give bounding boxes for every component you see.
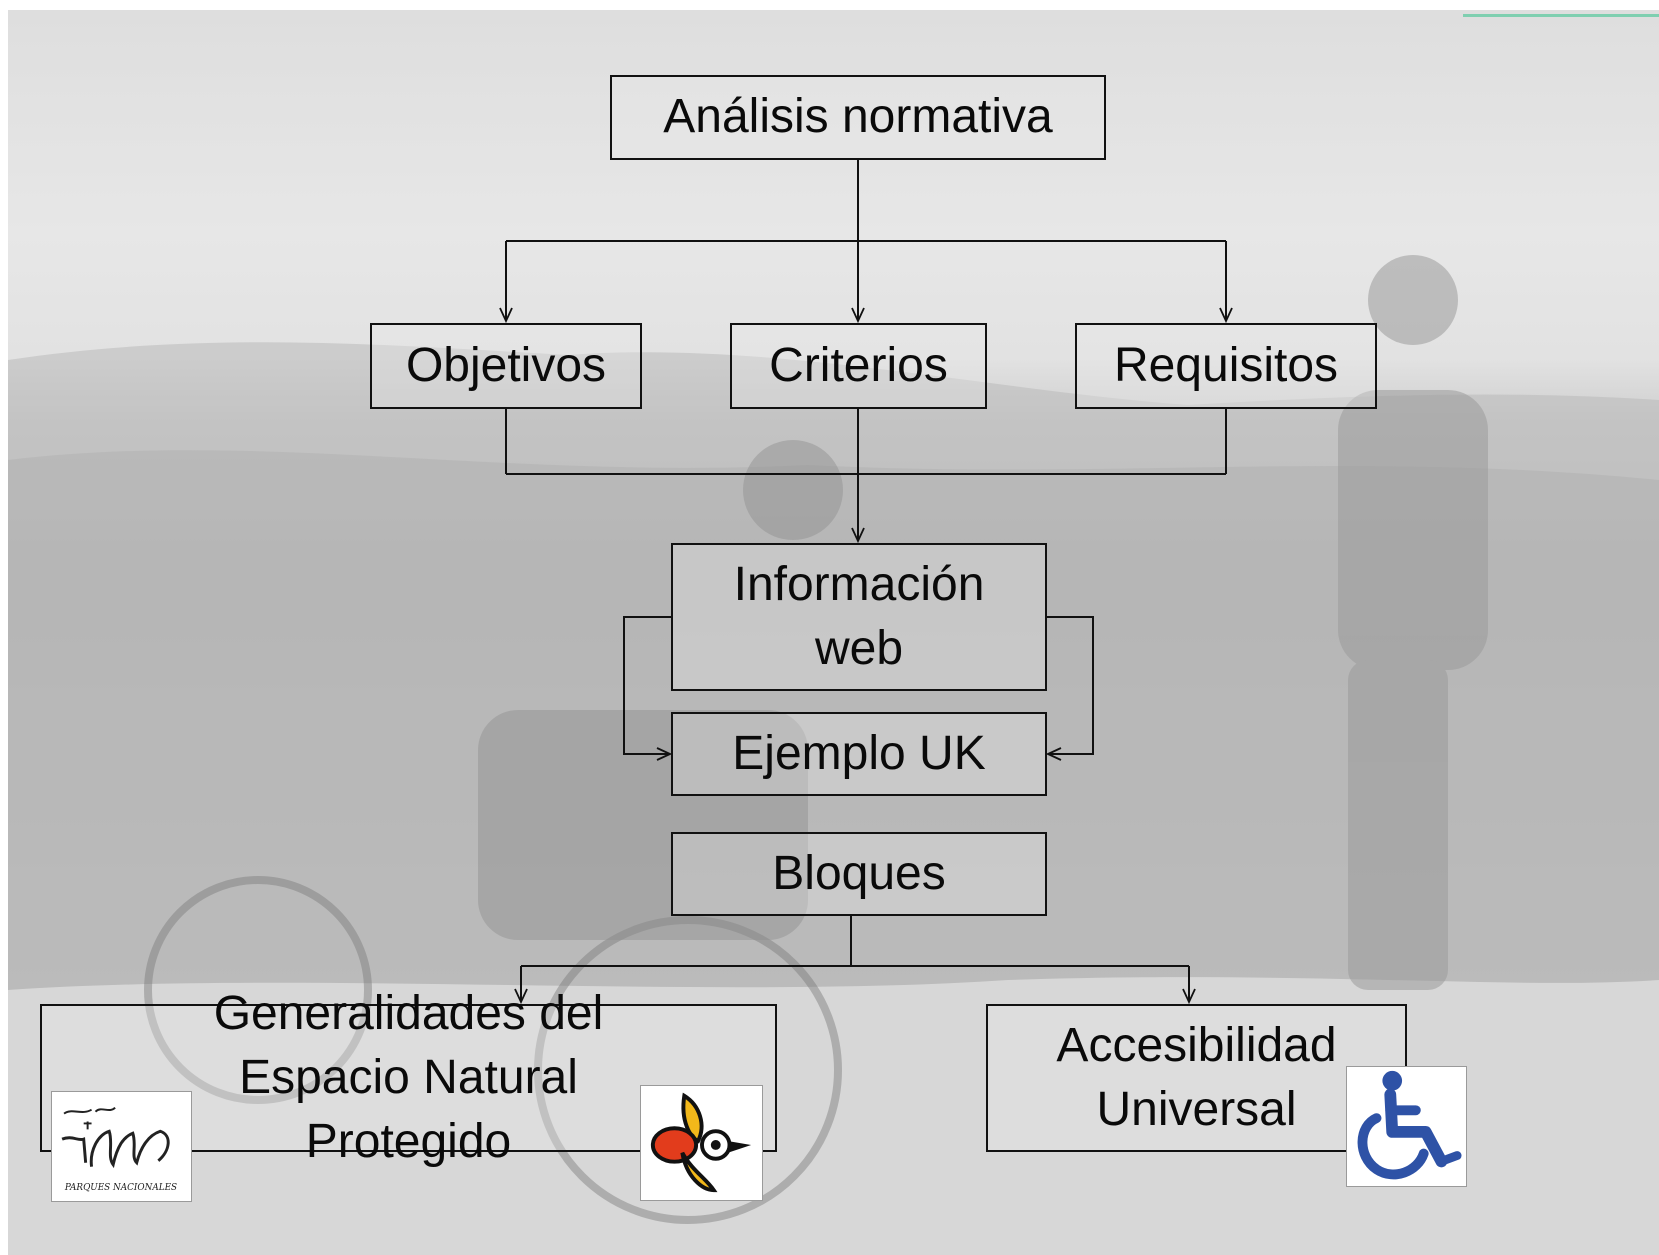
slide-background bbox=[8, 10, 1659, 1255]
node-accesibilidad: Accesibilidad Universal bbox=[986, 1004, 1407, 1152]
node-analisis-normativa: Análisis normativa bbox=[610, 75, 1106, 160]
node-label: Criterios bbox=[769, 338, 948, 392]
node-bloques: Bloques bbox=[671, 832, 1047, 916]
parques-nacionales-logo: PARQUES NACIONALES bbox=[51, 1091, 192, 1202]
node-requisitos: Requisitos bbox=[1075, 323, 1377, 409]
node-criterios: Criterios bbox=[730, 323, 987, 409]
node-label: Requisitos bbox=[1113, 338, 1339, 392]
wheelchair-accessibility-logo bbox=[1346, 1066, 1467, 1187]
node-label: Accesibilidad Universal bbox=[1056, 1019, 1337, 1136]
node-label: Objetivos bbox=[405, 338, 607, 392]
node-label: Generalidades del Espacio Natural Proteg… bbox=[213, 987, 604, 1168]
bird-icon bbox=[650, 1092, 752, 1193]
node-ejemplo-uk: Ejemplo UK bbox=[671, 712, 1047, 796]
background-photo-mountains-people bbox=[8, 255, 1659, 1255]
node-label: Ejemplo UK bbox=[732, 726, 986, 780]
parques-nacionales-text: PARQUES NACIONALES bbox=[64, 1183, 177, 1193]
node-informacion-web: Información web bbox=[671, 543, 1047, 691]
node-label: Información web bbox=[733, 558, 985, 675]
node-label: Análisis normativa bbox=[663, 90, 1053, 144]
wheelchair-accessibility-icon bbox=[1357, 1070, 1462, 1180]
accent-line bbox=[1463, 14, 1659, 17]
node-objetivos: Objetivos bbox=[370, 323, 642, 409]
parques-nacionales-icon: PARQUES NACIONALES bbox=[61, 1106, 177, 1193]
bird-logo bbox=[640, 1085, 763, 1201]
node-label: Bloques bbox=[772, 846, 946, 900]
